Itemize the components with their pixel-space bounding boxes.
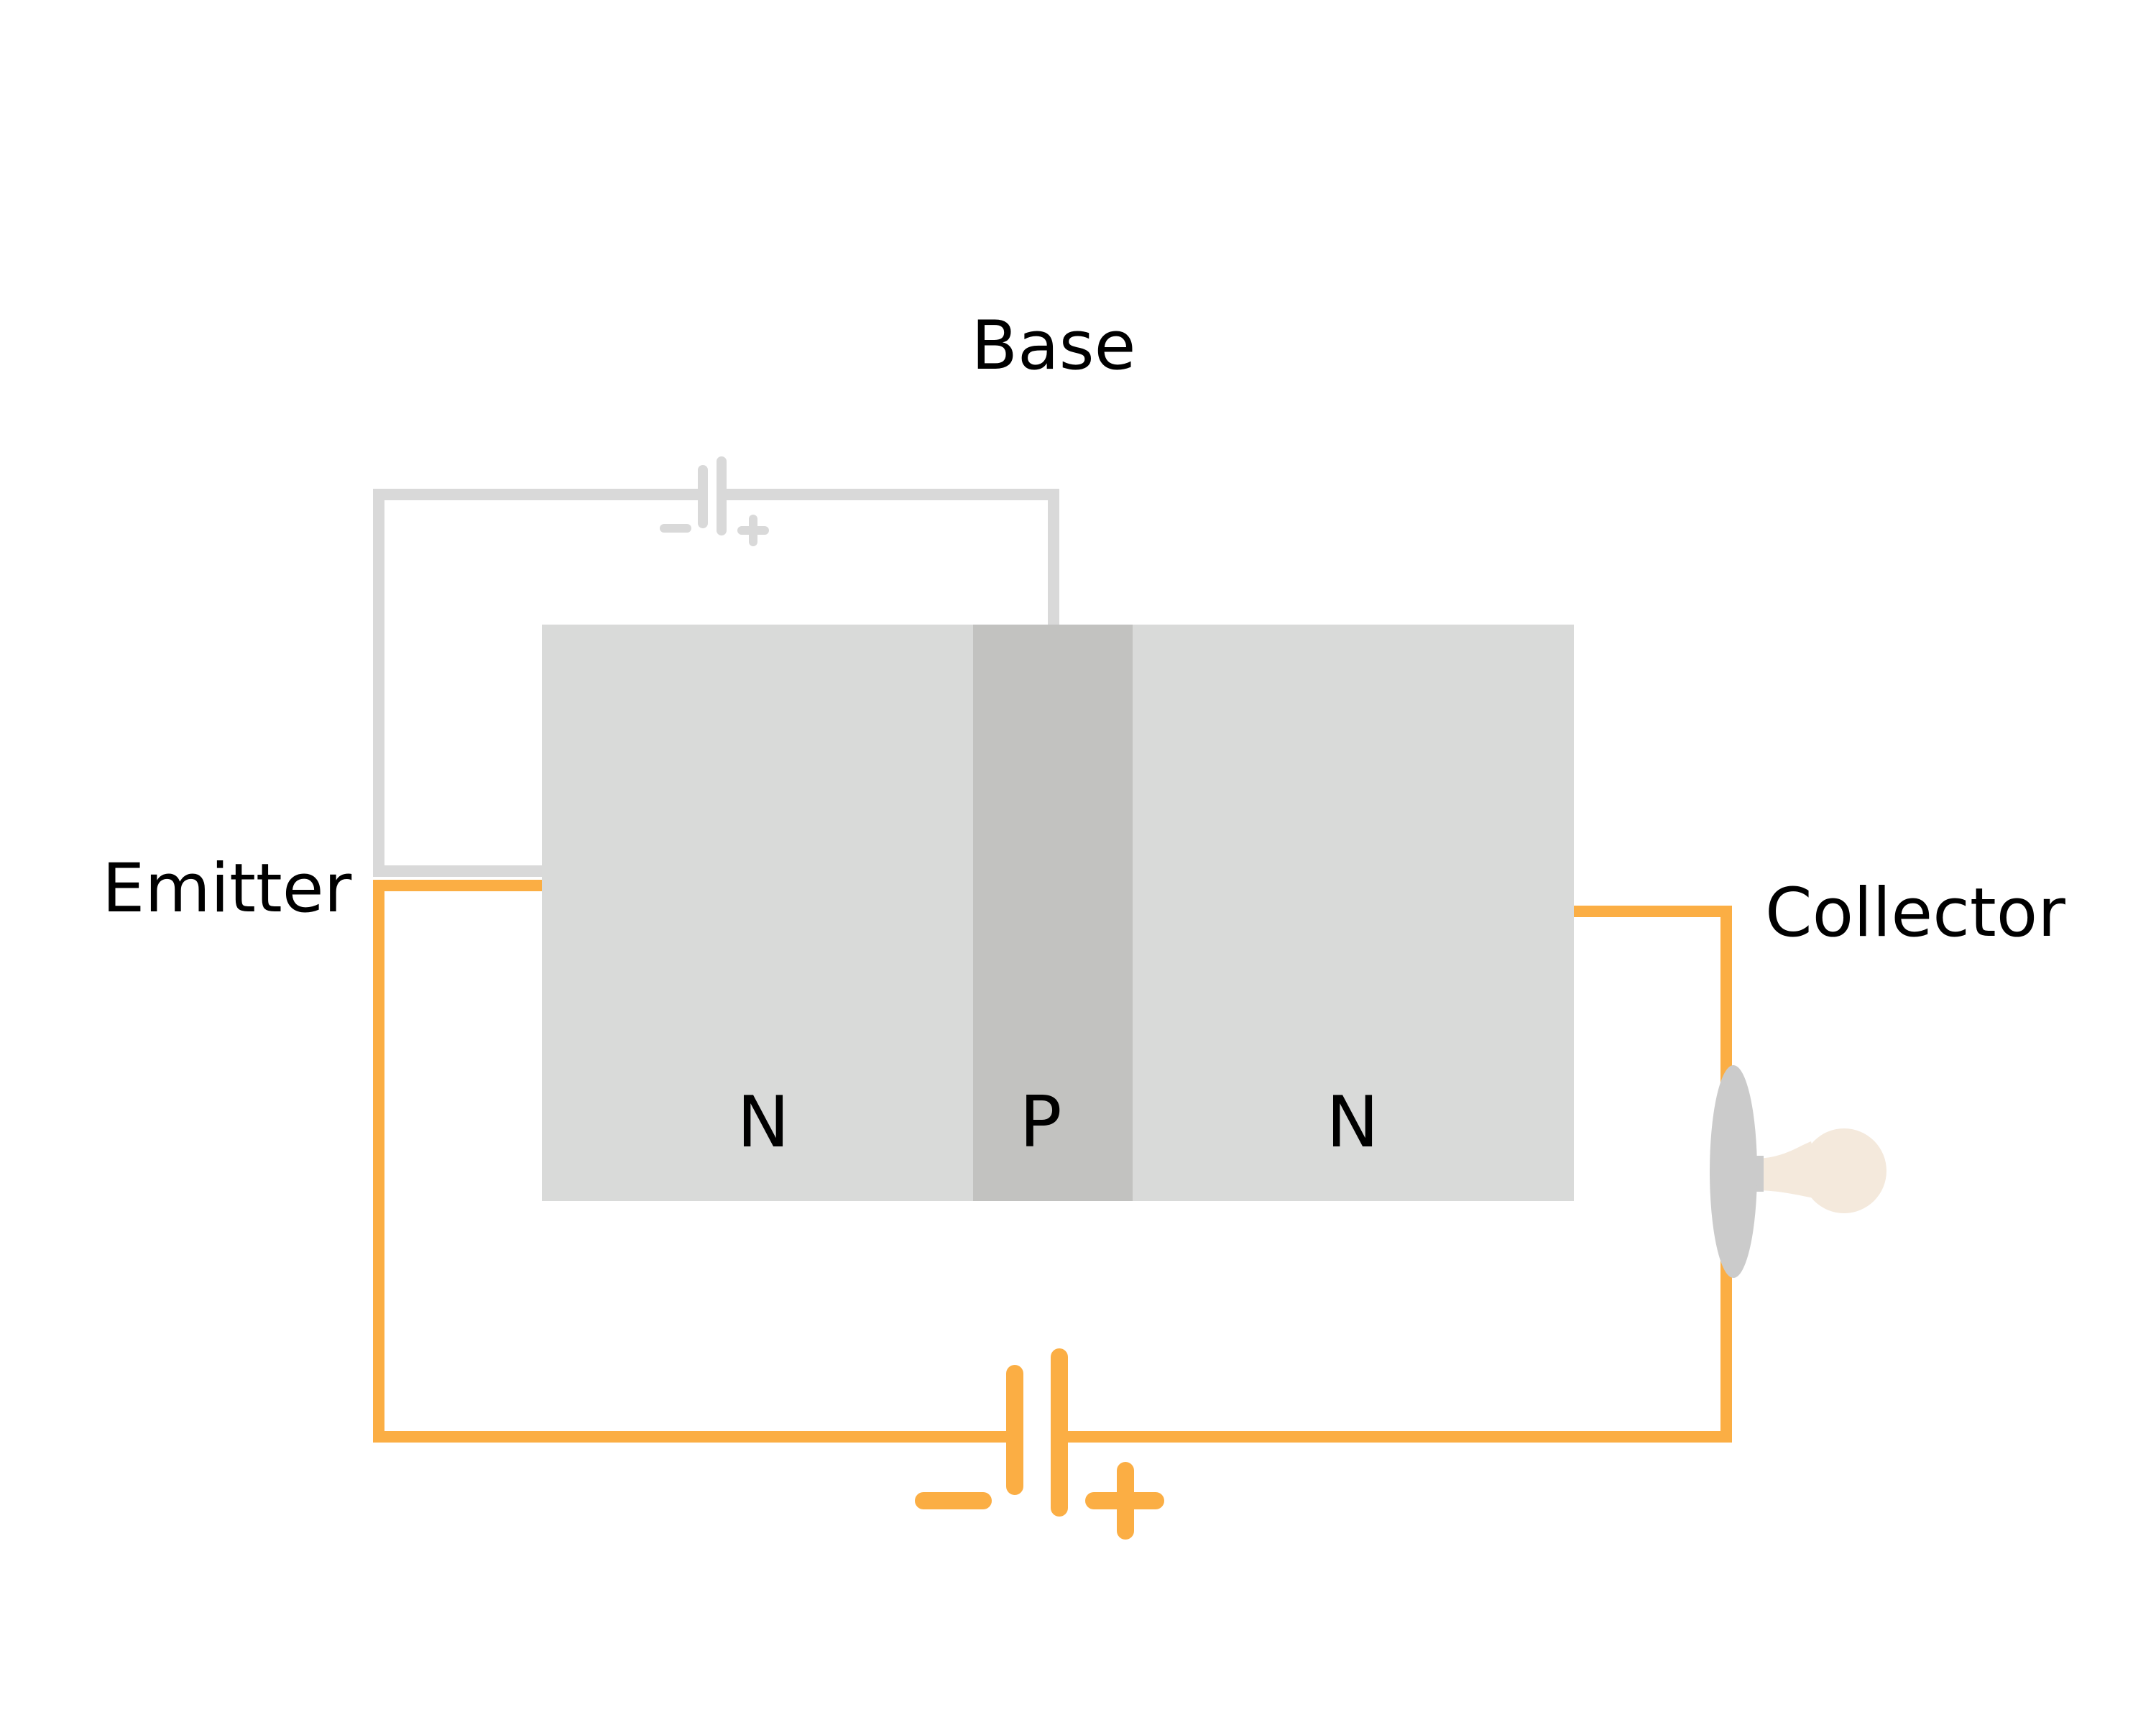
base-circuit (373, 456, 1059, 877)
lamp-bulb-neck (1754, 1141, 1825, 1200)
base-label: Base (972, 307, 1136, 385)
base-region-label: P (1019, 1082, 1061, 1164)
emitter-region-n (542, 625, 973, 1201)
base-circuit-wire-right (722, 489, 1059, 625)
base-circuit-wire-left (373, 489, 703, 877)
collector-label: Collector (1765, 874, 2065, 952)
emitter-wire (373, 880, 1015, 1443)
emitter-region-label: N (737, 1082, 789, 1164)
lamp-socket (1710, 1065, 1757, 1278)
emitter-label: Emitter (102, 850, 352, 928)
lamp-icon (1710, 1065, 1886, 1278)
base-region-p (973, 625, 1133, 1201)
collector-region-n (1133, 625, 1574, 1201)
collector-region-label: N (1326, 1082, 1378, 1164)
transistor-block (542, 625, 1574, 1201)
